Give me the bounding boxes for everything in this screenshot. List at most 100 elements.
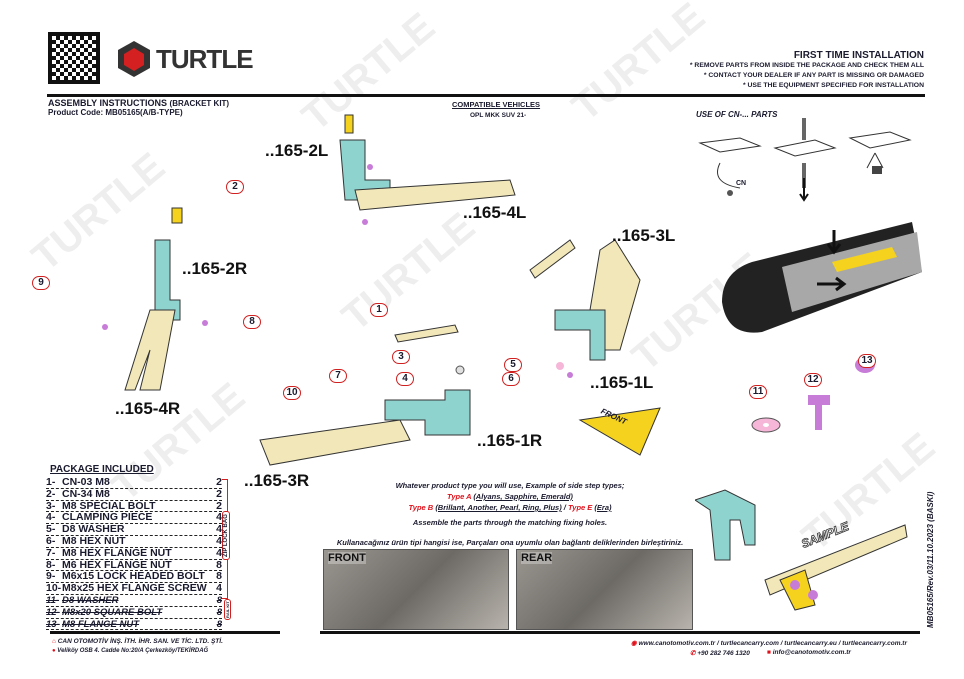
turtle-logo-icon [118,41,150,77]
part-label: ..165-3R [244,471,310,490]
exploded-assembly-diagram [102,114,661,466]
package-item: 1- CN-03 M8 2 [46,477,222,489]
package-item-n: 9- [46,570,56,583]
package-item-n: 6- [46,534,56,547]
product-code: Product Code: MB05165(A/B-TYPE) [48,108,183,117]
package-item: 6- M8 HEX NUT 4 [46,536,222,548]
instruction-line: * CONTACT YOUR DEALER IF ANY PART IS MIS… [703,72,924,79]
package-item-n: 2- [46,487,56,500]
sample-illustration [695,489,908,611]
qr-code [48,32,100,84]
package-item-name: CN-34 M8 [62,487,110,500]
front-photo-label: FRONT [328,552,366,564]
package-item-n: 4- [46,511,56,524]
instruction-line: * REMOVE PARTS FROM INSIDE THE PACKAGE A… [689,62,924,69]
package-item-name: M8x20 SQUARE BOLT [62,606,163,618]
package-item-n: 8- [46,558,56,571]
compatible-vehicle: OPL MKK SUV 21- [470,112,527,119]
websites: ◉ www.canotomotiv.com.tr / turtlecancarr… [631,640,907,647]
header-divider [47,94,925,97]
callout: 8 [243,315,261,329]
package-item-qty: 2 [216,487,222,500]
package-item: 8- M6 HEX FLANGE NUT 8 [46,558,222,572]
package-item-n: 1- [46,476,56,488]
package-item-qty: 4 [216,534,222,547]
package-item-qty: 4 [216,546,222,559]
globe-icon: ◉ [631,640,639,647]
package-item-name: M6x15 LOCK HEADED BOLT [62,570,205,583]
package-item-qty: 8 [216,618,222,630]
type-b-e-line: Type B (Brillant, Another, Pearl, Ring, … [408,503,612,512]
callout: 10 [283,386,301,400]
package-item-n: 7- [46,546,56,559]
package-item-qty: 8 [216,570,222,583]
part-label: ..165-2R [182,259,248,278]
package-item: 10-M8x25 HEX FLANGE SCREW 4 [46,583,222,595]
footer-divider [320,631,920,634]
package-item-qty: 4 [216,582,222,595]
email[interactable]: ■ info@canotomotiv.com.tr [767,649,851,656]
callout: 6 [502,372,520,386]
callout: 2 [226,180,244,194]
cn-parts-diagram [698,118,912,202]
package-item-n: 10- [46,582,62,595]
callout: 5 [504,358,522,372]
note-line: Whatever product type you will use, Exam… [395,481,625,490]
company-name: ⌂ CAN OTOMOTİV İNŞ. İTH. İHR. SAN. VE Tİ… [52,638,223,645]
revision-code: MB05165/Rev.03/11.10.2023 (BASKI) [926,491,935,628]
callout: 4 [396,372,414,386]
package-item-name: M8 HEX NUT [62,534,126,547]
package-item-name: CN-03 M8 [62,476,110,488]
footer-divider [50,631,280,634]
package-item-name: M8 FLANGE NUT [62,618,140,630]
package-item-n: 12- [46,606,60,618]
home-icon: ⌂ [52,638,58,645]
package-item: 2- CN-34 M8 2 [46,487,222,501]
package-item-qty: 8 [216,558,222,571]
type-a-line: Type A (Alyans, Sapphire, Emerald) [447,492,573,501]
package-item-qty: 2 [216,499,222,512]
phone-icon: ✆ [690,650,698,657]
package-item-qty: 4 [216,523,222,536]
package-item-n: 13- [46,618,60,630]
cn-parts-title: USE OF CN-... PARTS [696,110,778,119]
callout: 7 [329,369,347,383]
first-time-installation: FIRST TIME INSTALLATION * REMOVE PARTS F… [690,50,924,91]
cn-label: CN [736,180,747,187]
package-item-n: 5- [46,523,56,536]
company-address: ● Veliköy OSB 4. Cadde No:20/A Çerkezköy… [52,648,209,654]
package-item-name: M8x25 HEX FLANGE SCREW [62,582,207,595]
callout: 12 [804,373,822,387]
package-item-qty: 2 [216,476,222,488]
mail-icon: ■ [767,649,773,656]
package-item-name: M6 HEX FLANGE NUT [62,558,172,571]
callout: 1 [370,303,388,317]
instruction-line: * USE THE EQUIPMENT SPECIFIED FOR INSTAL… [742,82,924,89]
package-item-name: M8 SPECIAL BOLT [62,499,156,512]
package-item-qty: 4 [216,511,222,524]
package-item: 13-M8 FLANGE NUT 8 [46,619,222,631]
rail-illustration [722,222,922,333]
part-label: ..165-4L [463,203,527,222]
package-title: PACKAGE INCLUDED [50,464,154,475]
location-pin-icon: ● [52,648,58,654]
package-item: 9- M6x15 LOCK HEADED BOLT 8 [46,570,222,584]
package-item-name: D8 WASHER [62,594,119,606]
brand-name: TURTLE [156,44,254,74]
callout: 13 [858,354,876,368]
rear-photo-label: REAR [521,552,553,564]
part-label: ..165-1R [477,431,543,450]
assemble-note: Assemble the parts through the matching … [412,518,608,527]
turkish-note: Kullanacağınız ürün tipi hangisi ise, Pa… [336,538,684,547]
callout: 11 [749,385,767,399]
part-label: ..165-4R [115,399,181,418]
rear-photo: REAR [516,549,693,630]
callout: 9 [32,276,50,290]
part-label: ..165-2L [265,141,329,160]
section-title: FIRST TIME INSTALLATION [793,50,924,61]
